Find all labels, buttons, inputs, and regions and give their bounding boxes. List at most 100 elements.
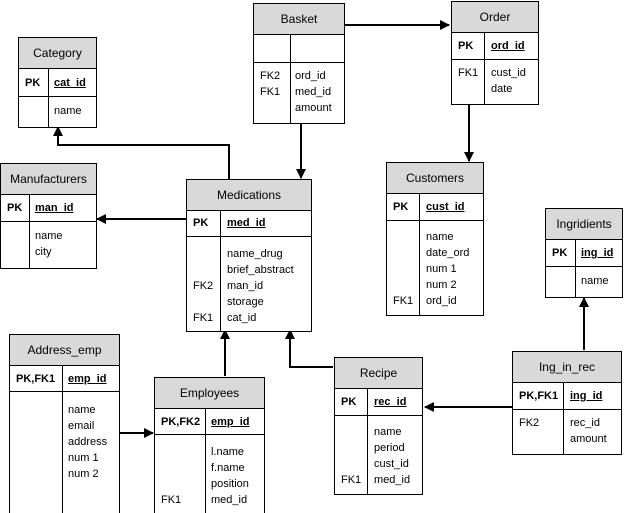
field-name: city: [35, 246, 52, 258]
rel-medications-category: [53, 126, 230, 179]
attr-row: FK1 name period cust_id med_id: [335, 416, 422, 494]
entity-ing-in-rec: Ing_in_rec PK,FK1 ing_id FK2 rec_id amou…: [512, 351, 622, 455]
field-name: name_drug: [227, 248, 283, 260]
key-label: PK: [341, 396, 357, 408]
pk-row: PK cat_id: [19, 69, 96, 97]
field-name: name: [374, 426, 402, 438]
field-name: position: [211, 478, 249, 490]
key-label: FK1: [393, 295, 414, 307]
entity-ingridients: Ingridients PK ing_id name: [545, 208, 623, 298]
pk-row: PK,FK2 emp_id: [155, 409, 264, 435]
field-name: amount: [295, 102, 332, 114]
key-label: [161, 460, 181, 476]
entity-title: Address_emp: [10, 335, 119, 366]
attr-row: name city: [1, 222, 96, 268]
pk-row: PK,FK1 ing_id: [513, 383, 621, 410]
key-label: FK1: [193, 312, 214, 324]
key-label: [393, 229, 413, 245]
key-label: [193, 246, 213, 262]
attr-row: FK2 FK1 ord_id med_id amount: [254, 63, 344, 123]
key-label: PK: [193, 217, 209, 229]
key-label: FK2: [260, 70, 281, 82]
field-name: ord_id: [295, 70, 326, 82]
attr-row: FK1 name date_ord num 1 num 2 ord_id: [387, 221, 483, 315]
field-name: date_ord: [426, 247, 470, 259]
key-label: PK: [25, 77, 41, 89]
field-name: ord_id: [426, 295, 457, 307]
field-name: name: [426, 231, 454, 243]
field-name: num 2: [426, 279, 457, 291]
entity-title: Category: [19, 38, 96, 69]
entity-manufacturers: Manufacturers PK man_id name city: [0, 163, 97, 269]
key-label: PK,FK1: [519, 390, 559, 402]
key-label: [161, 444, 181, 460]
field-name: name: [581, 275, 609, 287]
entity-medications: Medications PK med_id FK2 FK1 name_drug …: [186, 179, 312, 332]
field-name: date: [491, 83, 513, 95]
entity-basket: Basket FK2 FK1 ord_id med_id amount: [253, 3, 345, 124]
field-name: man_id: [35, 202, 74, 214]
entity-address-emp: Address_emp PK,FK1 emp_id name email add…: [9, 334, 120, 513]
field-name: f.name: [211, 462, 245, 474]
field-name: med_id: [374, 474, 411, 486]
field-name: man_id: [227, 280, 264, 292]
field-name: num 1: [426, 263, 457, 275]
key-label: [393, 277, 413, 293]
entity-title: Basket: [254, 4, 344, 35]
field-name: cust_id: [426, 201, 465, 213]
key-label: FK1: [161, 494, 182, 506]
key-label: FK1: [260, 86, 281, 98]
field-name: name: [35, 230, 63, 242]
field-name: cust_id: [491, 67, 526, 79]
field-name: name: [54, 105, 82, 117]
attr-row: FK1 cust_id date: [452, 60, 538, 104]
key-label: FK1: [458, 67, 479, 79]
key-label: FK2: [519, 417, 540, 429]
entity-title: Ingridients: [546, 209, 622, 240]
key-label: [341, 456, 361, 472]
attr-row: FK2 rec_id amount: [513, 410, 621, 454]
field-name: period: [374, 442, 405, 454]
rel-recipe-medications: [285, 329, 333, 368]
key-label: [341, 424, 361, 440]
pk-row: PK man_id: [1, 195, 96, 222]
entity-title: Ing_in_rec: [513, 352, 621, 383]
key-label: PK: [552, 247, 568, 259]
field-name: cust_id: [374, 458, 409, 470]
pk-row: PK med_id: [187, 211, 311, 237]
attr-row: name: [546, 267, 622, 297]
key-label: [161, 476, 181, 492]
pk-row: PK rec_id: [335, 389, 422, 416]
key-label: [393, 245, 413, 261]
key-label: FK1: [341, 474, 362, 486]
entity-employees: Employees PK,FK2 emp_id FK1 l.name f.nam…: [154, 377, 265, 513]
key-label: PK: [7, 202, 23, 214]
pk-row: PK ord_id: [452, 33, 538, 60]
field-name: address: [68, 436, 108, 448]
field-name: amount: [570, 433, 607, 445]
field-name: ing_id: [570, 390, 603, 402]
field-name: cat_id: [54, 77, 86, 89]
entity-title: Order: [452, 2, 538, 33]
key-label: PK: [393, 201, 409, 213]
attr-row: name email address num 1 num 2: [10, 392, 119, 513]
attr-row: FK2 FK1 name_drug brief_abstract man_id …: [187, 237, 311, 331]
key-label: PK: [458, 40, 474, 52]
field-name: ord_id: [491, 40, 525, 52]
entity-title: Customers: [387, 163, 483, 194]
field-name: name: [68, 404, 96, 416]
key-label: [393, 261, 413, 277]
field-name: rec_id: [570, 417, 600, 429]
entity-title: Recipe: [335, 358, 422, 389]
entity-order: Order PK ord_id FK1 cust_id date: [451, 1, 539, 105]
field-name: ing_id: [581, 247, 614, 259]
pk-row: PK ing_id: [546, 240, 622, 267]
field-name: email: [68, 420, 95, 432]
field-name: rec_id: [374, 396, 407, 408]
pk-row: PK,FK1 emp_id: [10, 366, 119, 392]
entity-title: Employees: [155, 378, 264, 409]
entity-category: Category PK cat_id name: [18, 37, 97, 128]
key-label: PK,FK2: [161, 416, 201, 428]
